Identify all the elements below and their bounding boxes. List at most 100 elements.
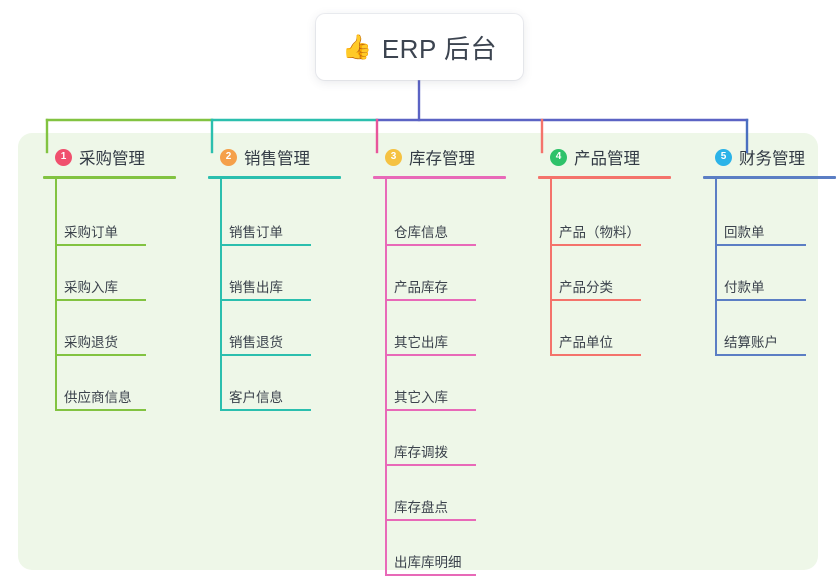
branch-item-underline — [220, 354, 311, 356]
branch-item-underline — [385, 354, 476, 356]
branch-column-4: 4 产品管理产品（物料） 产品分类产品单位 — [533, 145, 683, 360]
branch-index-badge: 3 — [385, 148, 402, 166]
branch-underline — [703, 176, 836, 179]
branch-title: 产品管理 — [574, 150, 640, 168]
branch-header-2[interactable]: 2 销售管理 — [203, 145, 353, 176]
branch-item[interactable]: 付款单 — [698, 250, 839, 305]
branch-item[interactable]: 销售退货 — [203, 305, 353, 360]
thumbs-up-icon: 👍 — [341, 34, 372, 61]
branch-column-5: 5 财务管理回款单付款单结算账户 — [698, 145, 839, 360]
branch-title: 销售管理 — [244, 150, 310, 168]
branch-item[interactable]: 采购入库 — [38, 250, 188, 305]
branch-item-label: 回款单 — [724, 225, 765, 240]
branch-underline — [373, 176, 506, 179]
branch-item-underline — [385, 299, 476, 301]
branch-item-underline — [220, 409, 311, 411]
branch-item-label: 销售订单 — [229, 225, 283, 240]
branch-item-underline — [55, 409, 146, 411]
branch-underline — [43, 176, 176, 179]
branch-title: 财务管理 — [739, 150, 805, 168]
branch-item[interactable]: 库存调拨 — [368, 415, 518, 470]
branch-item-underline — [385, 574, 476, 576]
branch-item-underline — [385, 409, 476, 411]
branch-item-underline — [55, 354, 146, 356]
branch-item-label: 采购订单 — [64, 225, 118, 240]
branch-item-underline — [550, 244, 641, 246]
branch-item-underline — [385, 464, 476, 466]
branch-item-label: 其它出库 — [394, 335, 448, 350]
branch-spine — [550, 179, 552, 356]
branch-item-label: 库存调拨 — [394, 445, 448, 460]
branch-item[interactable]: 回款单 — [698, 195, 839, 250]
branch-item-label: 产品单位 — [559, 335, 613, 350]
branch-item-underline — [55, 299, 146, 301]
branch-item[interactable]: 采购订单 — [38, 195, 188, 250]
branch-item-underline — [550, 354, 641, 356]
branch-item-label: 库存盘点 — [394, 500, 448, 515]
branch-title: 采购管理 — [79, 150, 145, 168]
branch-spine — [715, 179, 717, 356]
branch-underline — [208, 176, 341, 179]
branch-item[interactable]: 其它出库 — [368, 305, 518, 360]
branch-underline — [538, 176, 671, 179]
branch-item-underline — [550, 299, 641, 301]
branch-items: 销售订单销售出库销售退货客户信息 — [203, 179, 353, 415]
branch-header-5[interactable]: 5 财务管理 — [698, 145, 839, 176]
branch-item-label: 仓库信息 — [394, 225, 448, 240]
branch-item-label: 结算账户 — [724, 335, 778, 350]
branch-spine — [220, 179, 222, 411]
branch-item[interactable]: 销售订单 — [203, 195, 353, 250]
branch-item[interactable]: 产品库存 — [368, 250, 518, 305]
branch-index-badge: 5 — [715, 148, 732, 166]
branch-item-label: 其它入库 — [394, 390, 448, 405]
branch-spine — [385, 179, 387, 576]
branch-item[interactable]: 客户信息 — [203, 360, 353, 415]
branch-header-1[interactable]: 1 采购管理 — [38, 145, 188, 176]
branch-index-badge: 2 — [220, 148, 237, 166]
branch-item[interactable]: 产品（物料） — [533, 195, 683, 250]
branch-items: 仓库信息产品库存其它出库其它入库库存调拨库存盘点出库库明细 — [368, 179, 518, 580]
branch-item[interactable]: 出库库明细 — [368, 525, 518, 580]
branch-item-underline — [220, 299, 311, 301]
branch-item-label: 产品分类 — [559, 280, 613, 295]
branch-column-2: 2 销售管理销售订单销售出库销售退货客户信息 — [203, 145, 353, 415]
branch-item-label: 产品（物料） — [559, 225, 640, 240]
branch-item[interactable]: 采购退货 — [38, 305, 188, 360]
branch-item-label: 客户信息 — [229, 390, 283, 405]
branch-item[interactable]: 库存盘点 — [368, 470, 518, 525]
branch-items: 回款单付款单结算账户 — [698, 179, 839, 360]
branch-item[interactable]: 供应商信息 — [38, 360, 188, 415]
branch-item-label: 采购退货 — [64, 335, 118, 350]
branch-items: 采购订单采购入库采购退货供应商信息 — [38, 179, 188, 415]
branch-item-underline — [715, 299, 806, 301]
branch-item-underline — [385, 519, 476, 521]
branch-item[interactable]: 其它入库 — [368, 360, 518, 415]
branch-item-underline — [55, 244, 146, 246]
branch-item[interactable]: 销售出库 — [203, 250, 353, 305]
branch-item-label: 出库库明细 — [394, 555, 462, 570]
branch-item-underline — [715, 354, 806, 356]
branch-item-label: 付款单 — [724, 280, 765, 295]
branch-item-underline — [715, 244, 806, 246]
branch-header-4[interactable]: 4 产品管理 — [533, 145, 683, 176]
root-node[interactable]: 👍 ERP 后台 — [316, 14, 523, 80]
branch-index-badge: 1 — [55, 148, 72, 166]
branch-item[interactable]: 仓库信息 — [368, 195, 518, 250]
branch-item-underline — [220, 244, 311, 246]
branch-item-label: 销售退货 — [229, 335, 283, 350]
branch-item[interactable]: 产品单位 — [533, 305, 683, 360]
branch-item[interactable]: 产品分类 — [533, 250, 683, 305]
branch-items: 产品（物料） 产品分类产品单位 — [533, 179, 683, 360]
branch-item-label: 供应商信息 — [64, 390, 132, 405]
branch-item-label: 产品库存 — [394, 280, 448, 295]
root-node-title: ERP 后台 — [381, 33, 498, 64]
branch-item[interactable]: 结算账户 — [698, 305, 839, 360]
branch-item-label: 采购入库 — [64, 280, 118, 295]
branch-index-badge: 4 — [550, 148, 567, 166]
branch-item-label: 销售出库 — [229, 280, 283, 295]
branch-item-underline — [385, 244, 476, 246]
